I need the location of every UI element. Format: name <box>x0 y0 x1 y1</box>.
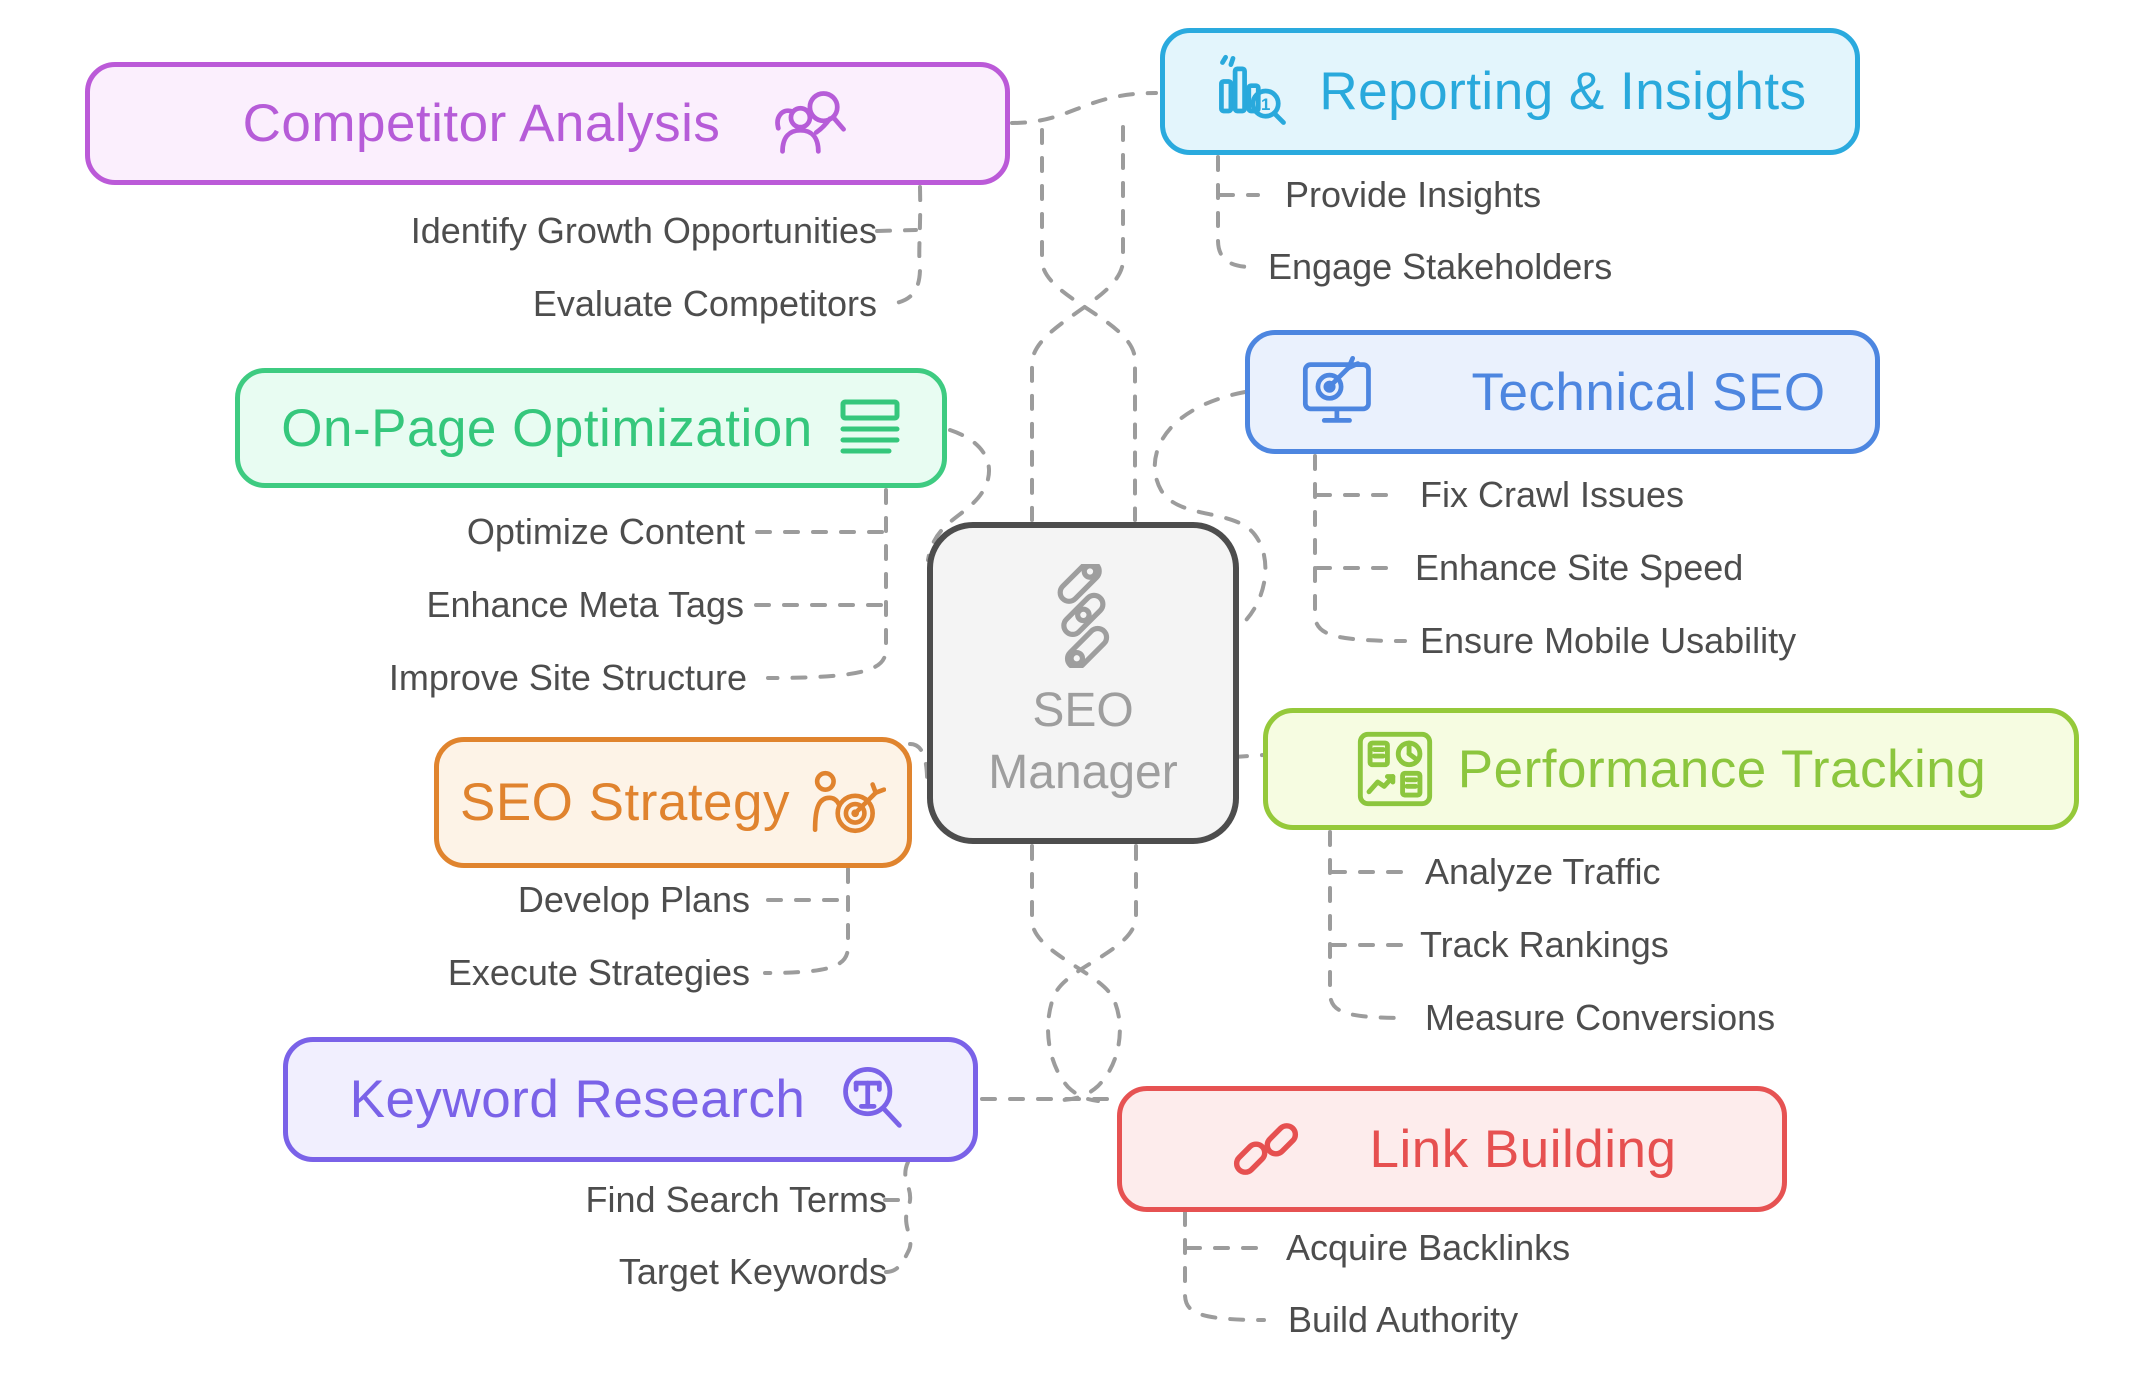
leaf-ensure-mobile-usability: Ensure Mobile Usability <box>1420 620 1797 661</box>
chain-link-icon <box>1227 1110 1305 1188</box>
leaf-find-search-terms: Find Search Terms <box>585 1179 887 1220</box>
dashboard-report-icon <box>1356 730 1434 808</box>
connector-competitor-children <box>875 185 923 306</box>
node-competitor-analysis[interactable]: Competitor Analysis <box>85 62 1010 185</box>
connector-keyword-children <box>883 1160 913 1274</box>
leaf-fix-crawl-issues: Fix Crawl Issues <box>1420 474 1685 515</box>
seo-logo-icon <box>1031 564 1135 668</box>
leaf-analyze-traffic: Analyze Traffic <box>1425 851 1661 892</box>
leaf-target-keywords: Target Keywords <box>618 1251 887 1292</box>
connector-chain-top-to-center <box>1030 125 1137 522</box>
connector-chain-center-to-bottom <box>1030 844 1138 1103</box>
node-keyword-research[interactable]: Keyword Research <box>283 1037 978 1162</box>
connector-onpage-children <box>754 488 888 680</box>
node-seo-strategy[interactable]: SEO Strategy <box>434 737 912 868</box>
leaf-build-authority: Build Authority <box>1288 1299 1519 1340</box>
node-technical-seo[interactable]: Technical SEO <box>1245 330 1880 454</box>
document-lines-icon <box>837 397 901 459</box>
connector-link-children <box>1183 1210 1266 1322</box>
connector-performance-children <box>1328 830 1410 1020</box>
person-dartboard-icon <box>812 763 887 843</box>
leaf-optimize-content: Optimize Content <box>466 511 745 552</box>
node-link-building[interactable]: Link Building <box>1117 1086 1787 1212</box>
leaf-acquire-backlinks: Acquire Backlinks <box>1286 1227 1571 1268</box>
leaf-engage-stakeholders: Engage Stakeholders <box>1268 246 1613 287</box>
node-performance-tracking[interactable]: Performance Tracking <box>1263 708 2079 830</box>
connector-onpage-to-center <box>926 428 992 562</box>
connector-competitor-to-reporting <box>1010 91 1158 125</box>
leaf-develop-plans: Develop Plans <box>517 879 750 920</box>
node-keyword-research-label: Keyword Research <box>349 1070 806 1129</box>
node-competitor-analysis-label: Competitor Analysis <box>242 94 721 153</box>
center-title-line1: SEO <box>1032 684 1134 737</box>
node-link-building-label: Link Building <box>1369 1119 1677 1179</box>
node-on-page-optimization[interactable]: On-Page Optimization <box>235 368 947 488</box>
connector-technical-children <box>1313 454 1407 643</box>
search-text-icon <box>835 1062 911 1138</box>
leaf-track-rankings: Track Rankings <box>1420 924 1669 965</box>
leaf-enhance-meta-tags: Enhance Meta Tags <box>426 584 744 625</box>
node-reporting-insights-label: Reporting & Insights <box>1319 62 1807 121</box>
node-seo-manager[interactable]: SEO Manager <box>927 522 1239 844</box>
node-seo-strategy-label: SEO Strategy <box>459 773 791 832</box>
bar-chart-search-icon: 1 <box>1213 54 1293 130</box>
leaf-execute-strategies: Execute Strategies <box>447 952 750 993</box>
leaf-enhance-site-speed: Enhance Site Speed <box>1415 547 1744 588</box>
node-reporting-insights[interactable]: 1 Reporting & Insights <box>1160 28 1860 155</box>
node-on-page-optimization-label: On-Page Optimization <box>281 398 813 458</box>
center-title-line2: Manager <box>988 746 1178 799</box>
leaf-provide-insights: Provide Insights <box>1285 174 1542 215</box>
connector-strategy-children <box>763 867 850 975</box>
monitor-target-icon <box>1299 354 1379 430</box>
connector-strategy-to-center <box>908 742 930 792</box>
node-technical-seo-label: Technical SEO <box>1471 362 1826 422</box>
node-performance-tracking-label: Performance Tracking <box>1457 739 1987 799</box>
connector-reporting-children <box>1216 155 1260 269</box>
connector-technical-to-center <box>1152 390 1268 629</box>
leaf-identify-growth-opportunities: Identify Growth Opportunities <box>410 210 877 251</box>
svg-text:1: 1 <box>1261 94 1270 113</box>
people-search-icon <box>772 86 852 162</box>
leaf-improve-site-structure: Improve Site Structure <box>388 657 747 698</box>
leaf-measure-conversions: Measure Conversions <box>1425 997 1776 1038</box>
leaf-evaluate-competitors: Evaluate Competitors <box>532 283 877 324</box>
